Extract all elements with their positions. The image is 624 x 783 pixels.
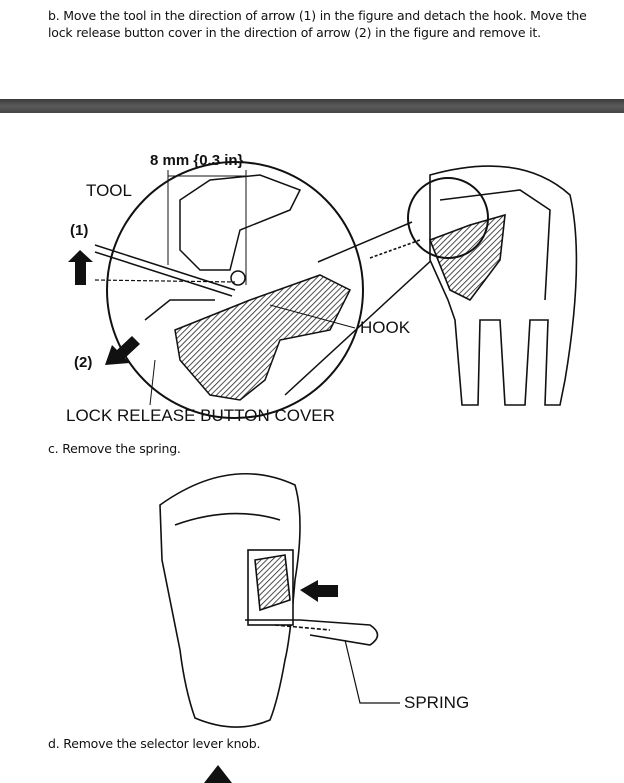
push-arrow-icon	[300, 580, 338, 602]
figure1-knob	[369, 165, 578, 406]
arrow-2-icon	[105, 336, 140, 365]
cover-label: LOCK RELEASE BUTTON COVER	[66, 406, 335, 425]
step-d-text: d. Remove the selector lever knob.	[48, 736, 261, 751]
step-b-text: b. Move the tool in the direction of arr…	[48, 8, 587, 40]
section-divider	[0, 99, 624, 113]
spring-label: SPRING	[404, 693, 470, 712]
hook-label: HOOK	[360, 318, 411, 337]
next-figure-arrow-icon	[204, 765, 232, 783]
step-c-text: c. Remove the spring.	[48, 441, 181, 456]
arrow-1-icon	[68, 250, 93, 285]
dimension-label: 8 mm {0.3 in}	[150, 152, 244, 169]
figure1-detail-circle	[94, 161, 449, 419]
arrow-2-label: (2)	[74, 354, 93, 371]
figure2-knob	[159, 472, 400, 728]
arrow-1-label: (1)	[70, 222, 89, 239]
tool-label: TOOL	[86, 181, 132, 200]
